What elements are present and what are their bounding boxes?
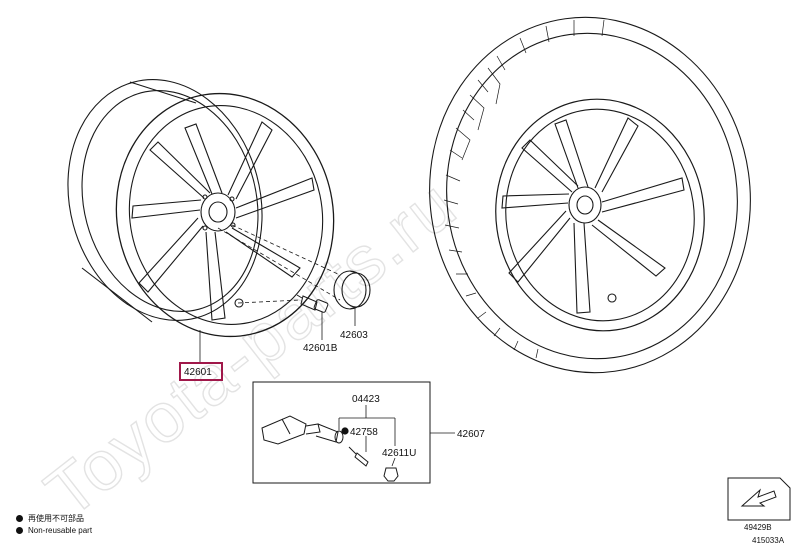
tpms-sensor[interactable] bbox=[261, 415, 344, 445]
label-42603[interactable]: 42603 bbox=[340, 330, 368, 341]
legend-english: Non-reusable part bbox=[16, 526, 92, 536]
page-reference-icon bbox=[727, 477, 791, 521]
hub-bolt[interactable] bbox=[296, 294, 329, 313]
legend-japanese: 再使用不可部品 bbox=[16, 514, 84, 524]
legend-english-text: Non-reusable part bbox=[28, 526, 93, 535]
bullet-icon bbox=[16, 515, 23, 522]
alloy-wheel-illustration[interactable] bbox=[42, 58, 356, 357]
page-code: 49429B bbox=[744, 523, 772, 532]
label-42601[interactable]: 42601 bbox=[184, 367, 212, 378]
tpms-leaders bbox=[338, 405, 396, 467]
figure-code: 415033A bbox=[752, 536, 785, 545]
label-42611u[interactable]: 42611U bbox=[382, 448, 416, 459]
bullet-icon bbox=[16, 527, 23, 534]
label-42607[interactable]: 42607 bbox=[457, 429, 485, 440]
valve-core[interactable] bbox=[348, 446, 369, 467]
wheel-spokes bbox=[131, 121, 315, 321]
non-reusable-marker bbox=[341, 427, 349, 435]
label-04423[interactable]: 04423 bbox=[352, 394, 380, 405]
hub-ornament[interactable] bbox=[333, 270, 371, 310]
tread-pattern bbox=[443, 19, 605, 359]
legend-japanese-text: 再使用不可部品 bbox=[28, 514, 84, 523]
label-42601b[interactable]: 42601B bbox=[303, 343, 338, 354]
label-42758[interactable]: 42758 bbox=[350, 427, 378, 438]
leader-dashes bbox=[217, 224, 341, 304]
valve-cap[interactable] bbox=[383, 467, 399, 482]
tire-wheel-illustration[interactable] bbox=[407, 0, 773, 394]
watermark: Toyota-parts.ru bbox=[31, 164, 471, 531]
highlight-box bbox=[179, 362, 223, 381]
tire-wheel-spokes bbox=[501, 117, 685, 314]
tpms-kit-box bbox=[252, 381, 431, 484]
